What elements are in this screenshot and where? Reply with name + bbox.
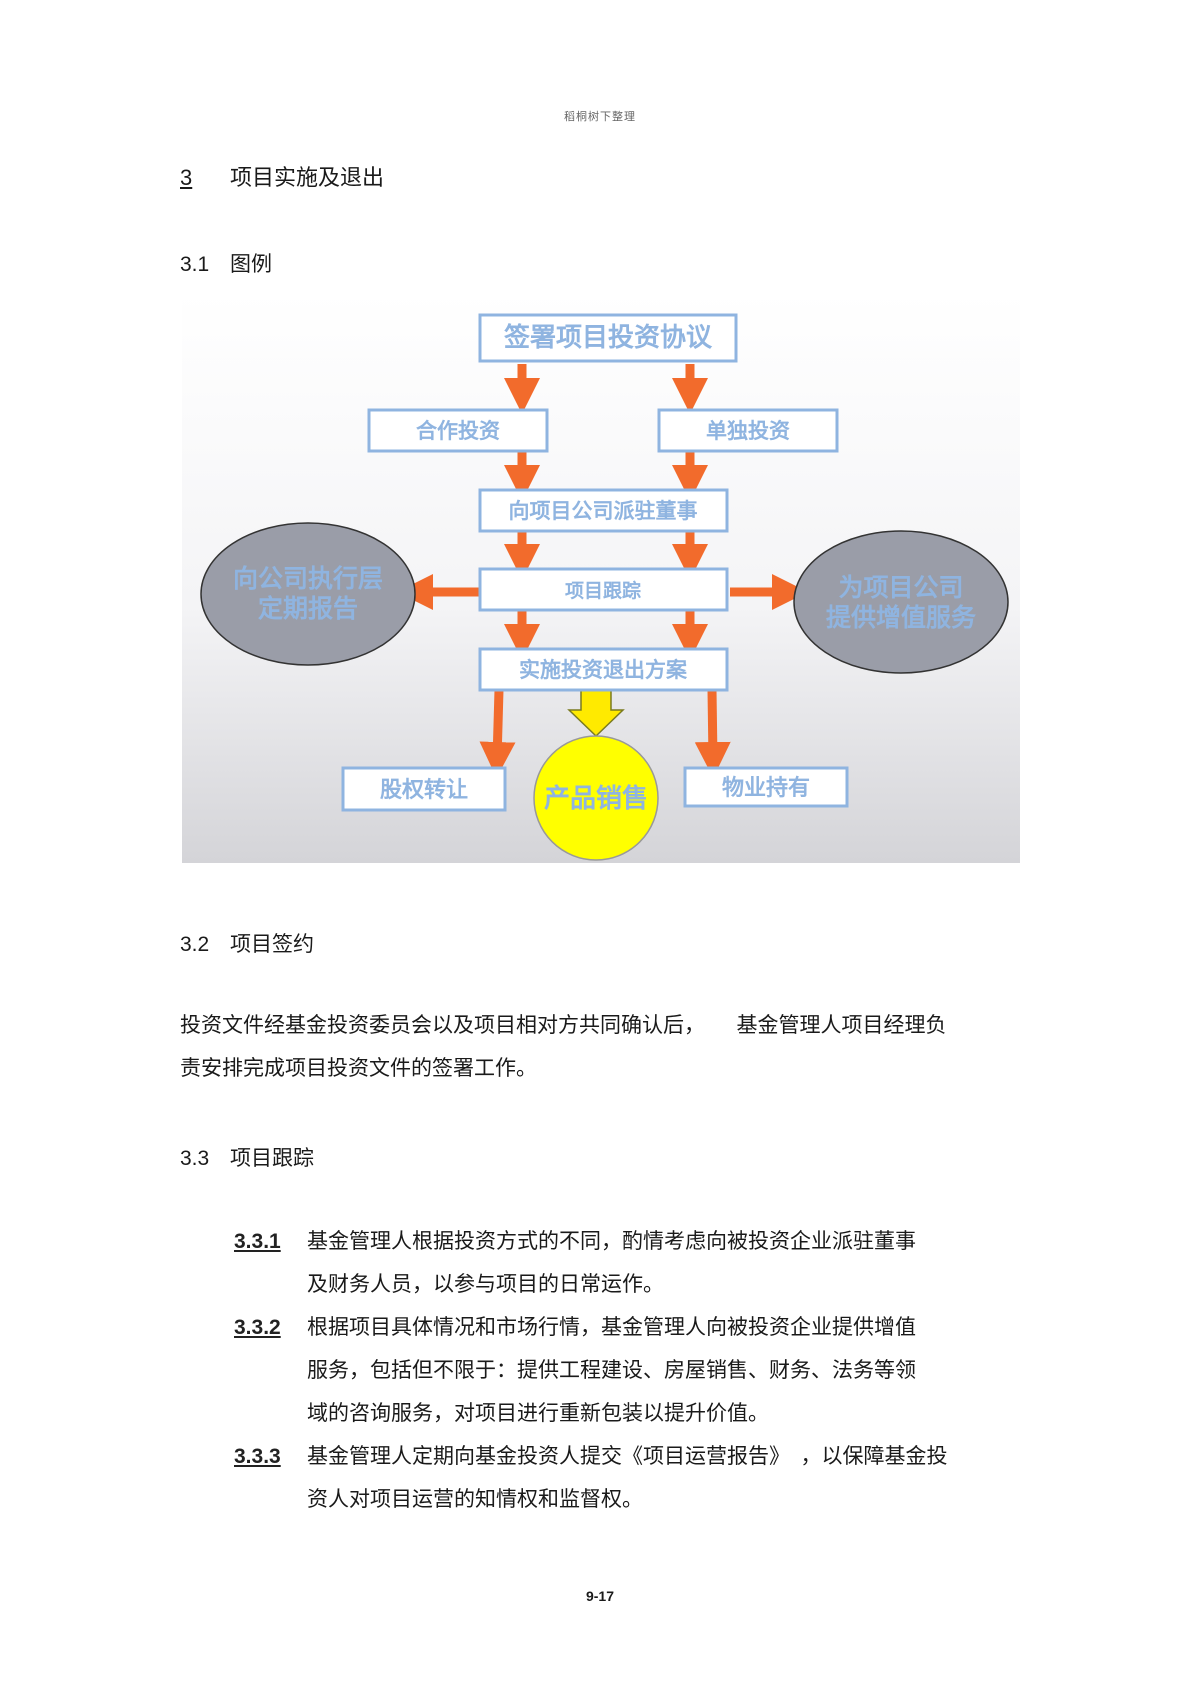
text-product-sales: 产品销售 [544,783,648,814]
box-solo-invest [657,408,839,453]
item-number: 3.3.2 [234,1316,281,1339]
section-title: 图例 [230,252,272,276]
flow-diagram-svg: 签署项目投资协议 合作投资 单独投资 向项目公司派驻董事 项目跟踪 实施投资退出… [182,292,1020,863]
section-title: 项目实施及退出 [230,166,385,191]
page-header-watermark: 稻桐树下整理 [564,110,636,123]
body-line: 责安排完成项目投资文件的签署工作。 [180,1056,537,1080]
circle-product-sales [533,735,659,861]
box-tracking [478,567,729,612]
box-coop-invest [367,408,549,453]
section-number: 3.3 [180,1147,210,1170]
body-line: 投资文件经基金投资委员会以及项目相对方共同确认后， 基金管理人项目经理负 [180,1013,947,1037]
section-number: 3.1 [180,253,210,276]
section-number: 3 [180,165,193,190]
flow-diagram: 签署项目投资协议 合作投资 单独投资 向项目公司派驻董事 项目跟踪 实施投资退出… [182,292,1020,863]
section-title: 项目签约 [230,932,314,956]
section-3-2-heading: 3.2 项目签约 [180,928,314,958]
section-number: 3.2 [180,933,210,956]
text-tracking: 项目跟踪 [565,579,641,602]
yellow-arrow-icon [567,689,625,738]
text-dispatch-board: 向项目公司派驻董事 [509,499,698,523]
text-left-circle-2: 定期报告 [258,594,358,623]
box-exit-plan [478,647,729,692]
list-item-3-3-1: 3.3.1 基金管理人根据投资方式的不同，酌情考虑向被投资企业派驻董事 及财务人… [234,1220,1034,1306]
page-number: 9-17 [585,1588,615,1604]
box-equity-transfer [341,766,507,812]
section-3-2-body: 投资文件经基金投资委员会以及项目相对方共同确认后， 基金管理人项目经理负 责安排… [180,1004,1010,1090]
ellipse-left [200,522,416,666]
item-line: 及财务人员，以参与项目的日常运作。 [307,1272,664,1296]
box-dispatch-board [478,488,729,533]
text-sign-agreement: 签署项目投资协议 [504,322,713,353]
item-line: 基金管理人定期向基金投资人提交《项目运营报告》 ，以保障基金投 [307,1444,948,1468]
item-number: 3.3.3 [234,1445,281,1468]
box-sign-agreement [478,313,738,363]
item-line: 根据项目具体情况和市场行情，基金管理人向被投资企业提供增值 [307,1315,916,1339]
text-right-circle-2: 提供增值服务 [826,603,976,632]
item-line: 服务，包括但不限于：提供工程建设、房屋销售、财务、法务等领 [307,1358,916,1382]
arrow-down-icon [479,689,516,778]
list-item-3-3-3: 3.3.3 基金管理人定期向基金投资人提交《项目运营报告》 ，以保障基金投 资人… [234,1435,1034,1521]
text-coop-invest: 合作投资 [416,419,500,443]
list-item-3-3-2: 3.3.2 根据项目具体情况和市场行情，基金管理人向被投资企业提供增值 服务，包… [234,1306,1034,1435]
item-line: 域的咨询服务，对项目进行重新包装以提升价值。 [307,1401,769,1425]
section-3-heading: 3 项目实施及退出 [180,160,384,192]
text-equity-transfer: 股权转让 [380,777,468,803]
text-right-circle-1: 为项目公司 [838,573,963,602]
text-property-hold: 物业持有 [722,775,810,801]
item-line: 资人对项目运营的知情权和监督权。 [307,1487,643,1511]
box-property-hold [683,766,849,808]
text-exit-plan: 实施投资退出方案 [519,658,688,682]
item-line: 基金管理人根据投资方式的不同，酌情考虑向被投资企业派驻董事 [307,1229,916,1253]
text-left-circle-1: 向公司执行层 [233,564,383,593]
section-3-3-heading: 3.3 项目跟踪 [180,1142,314,1172]
section-title: 项目跟踪 [230,1146,314,1170]
section-3-1-heading: 3.1 图例 [180,248,272,278]
arrow-down-icon [694,689,731,778]
ellipse-right [793,530,1009,674]
item-number: 3.3.1 [234,1230,281,1253]
text-solo-invest: 单独投资 [706,419,790,443]
